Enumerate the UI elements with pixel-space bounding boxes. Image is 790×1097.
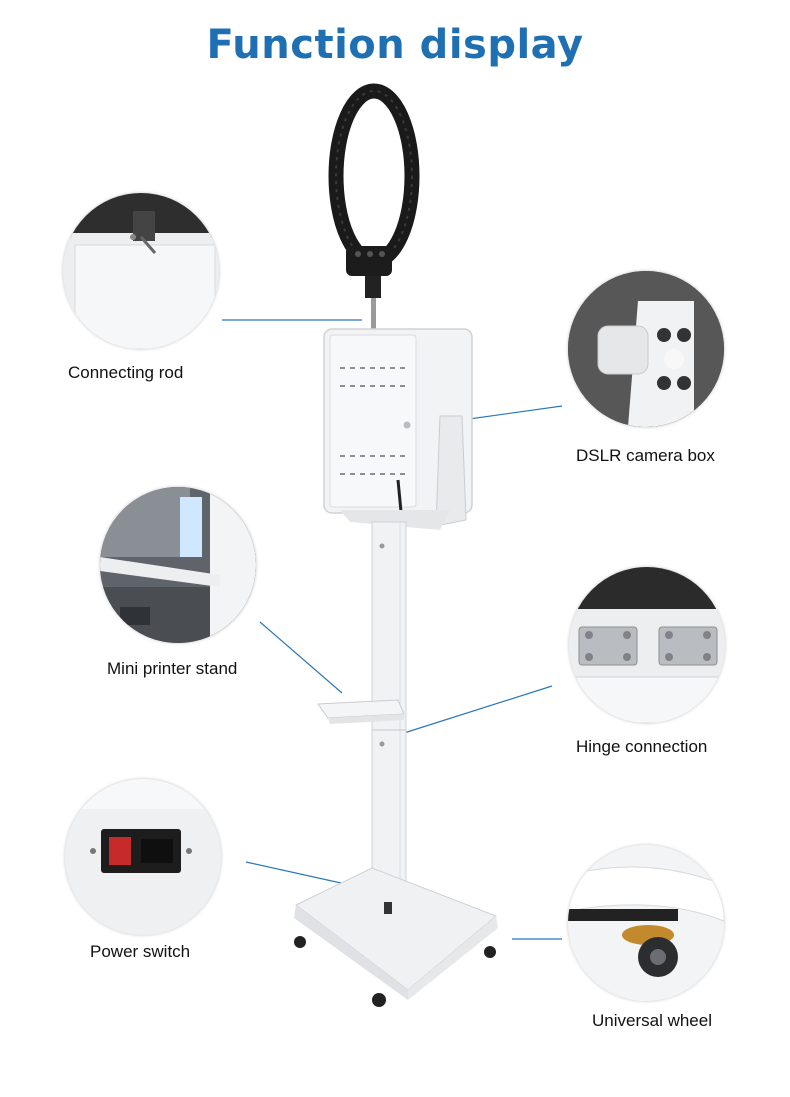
detail-circle-connecting-rod xyxy=(63,193,219,349)
stand-base xyxy=(294,867,498,1007)
ring-light xyxy=(328,83,420,330)
label-universal-wheel: Universal wheel xyxy=(592,1011,712,1030)
label-hinge-connection: Hinge connection xyxy=(576,737,708,756)
detail-circle-universal-wheel xyxy=(568,845,724,1001)
camera-box xyxy=(323,328,473,530)
callout-line-dslr-camera-box xyxy=(461,405,563,421)
printer-shelf xyxy=(317,699,405,724)
callout-line-mini-printer-stand xyxy=(259,621,343,694)
label-dslr-camera-box: DSLR camera box xyxy=(576,446,715,465)
detail-circle-power-switch xyxy=(65,779,221,935)
label-mini-printer-stand: Mini printer stand xyxy=(107,659,238,678)
detail-circle-mini-printer-stand xyxy=(100,487,256,643)
page-title: Function display xyxy=(206,22,584,68)
label-connecting-rod: Connecting rod xyxy=(68,363,184,382)
label-power-switch: Power switch xyxy=(90,942,191,961)
detail-circle-dslr-camera-box xyxy=(568,271,724,427)
callout-line-hinge-connection xyxy=(403,685,553,734)
detail-circle-hinge-connection xyxy=(569,567,725,723)
